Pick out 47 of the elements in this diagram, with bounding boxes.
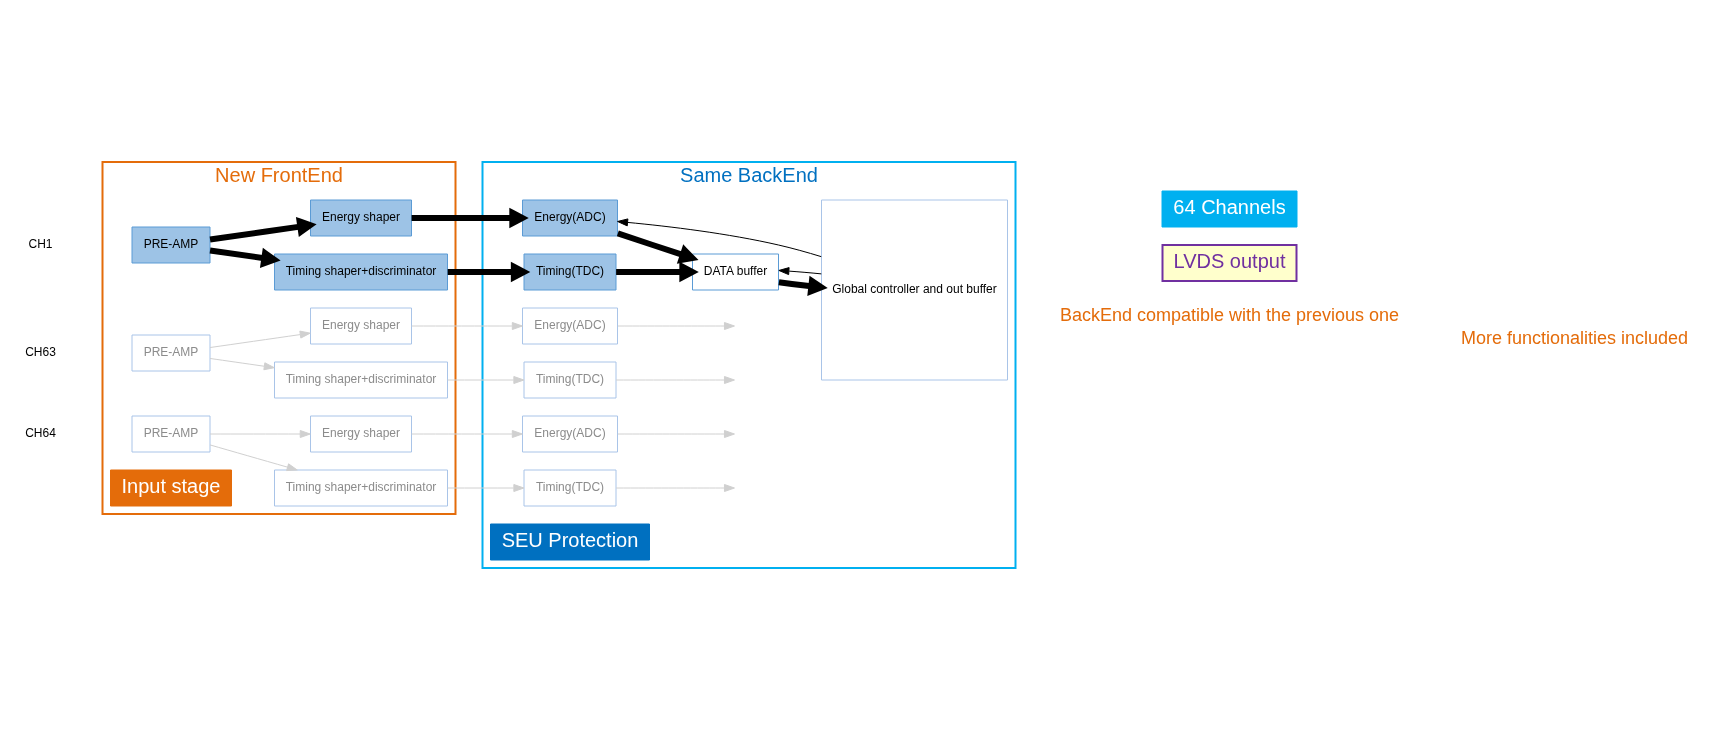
arrow <box>778 267 822 276</box>
node-box: PRE-AMP <box>131 415 211 453</box>
arrow <box>616 230 699 264</box>
arrow <box>447 376 525 384</box>
node-box: Energy(ADC) <box>522 415 618 453</box>
arrow <box>411 207 529 229</box>
arrow <box>209 444 298 472</box>
arrow <box>411 430 523 438</box>
arrow <box>447 261 531 283</box>
arrow <box>209 357 275 371</box>
label: CH64 <box>25 426 56 441</box>
node-box: DATA buffer <box>692 253 779 291</box>
node-box: Timing(TDC) <box>523 253 617 291</box>
node-box: PRE-AMP <box>131 226 211 264</box>
node-box: 64 Channels <box>1161 190 1298 228</box>
node-box: Energy(ADC) <box>522 199 618 237</box>
node-box: Energy shaper <box>310 199 412 237</box>
node-box: Energy shaper <box>310 307 412 345</box>
node-box: PRE-AMP <box>131 334 211 372</box>
node-box: Timing(TDC) <box>523 361 617 399</box>
arrow <box>615 376 735 384</box>
label: CH63 <box>25 345 56 360</box>
arrow <box>617 430 735 438</box>
node-box: LVDS output <box>1161 244 1298 282</box>
arrow <box>209 330 311 349</box>
arrow <box>209 247 281 268</box>
node-box: Timing shaper+discriminator <box>274 469 448 507</box>
node-box: Global controller and out buffer <box>821 199 1008 381</box>
arrow <box>778 275 828 297</box>
arrow <box>447 484 525 492</box>
node-box: Timing shaper+discriminator <box>274 361 448 399</box>
node-box: SEU Protection <box>490 523 650 561</box>
arrow <box>411 322 523 330</box>
arrow <box>209 216 317 243</box>
node-box: Energy(ADC) <box>522 307 618 345</box>
arrow <box>617 322 735 330</box>
label: CH1 <box>28 237 53 252</box>
label: More functionalities included <box>1460 328 1689 349</box>
arrow <box>209 430 311 438</box>
node-box: Energy shaper <box>310 415 412 453</box>
node-box: Timing(TDC) <box>523 469 617 507</box>
node-box: Input stage <box>110 469 232 507</box>
arrow <box>617 218 822 258</box>
arrow <box>615 484 735 492</box>
label: BackEnd compatible with the previous one <box>1059 305 1400 326</box>
node-box: Timing shaper+discriminator <box>274 253 448 291</box>
arrow <box>616 261 699 283</box>
